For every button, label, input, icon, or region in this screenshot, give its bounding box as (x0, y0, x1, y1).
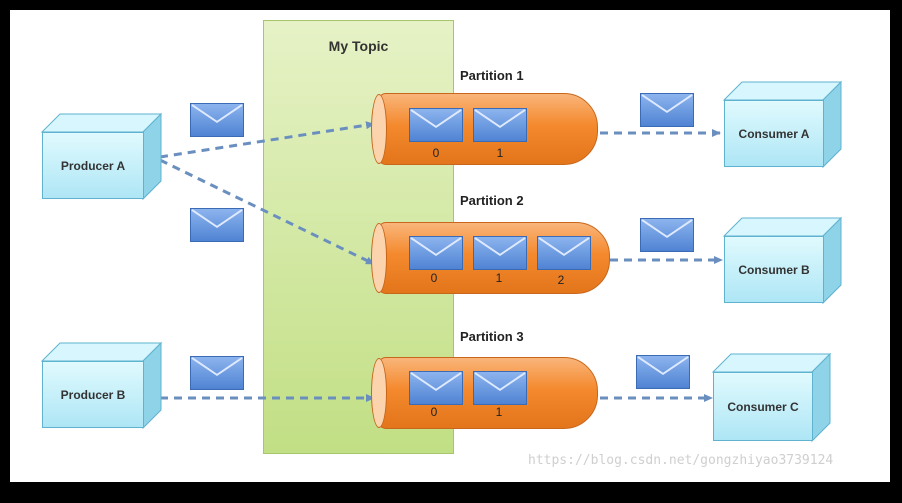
message-envelope-icon (409, 108, 463, 142)
message-envelope-icon (640, 218, 694, 252)
consumer-a-box: Consumer A (722, 80, 843, 169)
box-3d-shading (40, 112, 163, 201)
partition-2-label: Partition 2 (460, 193, 524, 208)
consumer-a-label: Consumer A (724, 100, 824, 167)
producer-b-box: Producer B (40, 341, 163, 430)
partition-3-label: Partition 3 (460, 329, 524, 344)
box-3d-shading (711, 352, 832, 443)
message-envelope-icon (409, 236, 463, 270)
arrow-producer-a-to-partition-2 (159, 158, 375, 266)
consumer-c-label: Consumer C (713, 372, 813, 441)
message-envelope-icon (640, 93, 694, 127)
cylinder-cap (371, 358, 387, 428)
cylinder-cap (371, 94, 387, 164)
producer-a-label: Producer A (42, 132, 144, 199)
producer-a-box: Producer A (40, 112, 163, 201)
partition-2-offset-1: 1 (495, 271, 503, 285)
partition-1-offset-0: 0 (432, 146, 440, 160)
message-envelope-icon (190, 208, 244, 242)
consumer-c-box: Consumer C (711, 352, 832, 443)
consumer-b-label: Consumer B (724, 236, 824, 303)
box-3d-shading (722, 216, 843, 305)
message-envelope-icon (473, 236, 527, 270)
watermark-url: https://blog.csdn.net/gongzhiyao3739124 (528, 453, 834, 468)
partition-1-offset-1: 1 (496, 146, 504, 160)
consumer-b-box: Consumer B (722, 216, 843, 305)
message-envelope-icon (473, 371, 527, 405)
message-envelope-icon (636, 355, 690, 389)
message-envelope-icon (190, 103, 244, 137)
partition-2-offset-2: 2 (557, 273, 565, 287)
partition-1-label: Partition 1 (460, 68, 524, 83)
message-envelope-icon (190, 356, 244, 390)
message-envelope-icon (409, 371, 463, 405)
box-3d-shading (722, 80, 843, 169)
message-envelope-icon (537, 236, 591, 270)
partition-3-offset-0: 0 (430, 405, 438, 419)
partition-2-offset-0: 0 (430, 271, 438, 285)
topic-title: My Topic (328, 38, 389, 54)
producer-b-label: Producer B (42, 361, 144, 428)
message-envelope-icon (473, 108, 527, 142)
cylinder-cap (371, 223, 387, 293)
partition-3-offset-1: 1 (495, 405, 503, 419)
